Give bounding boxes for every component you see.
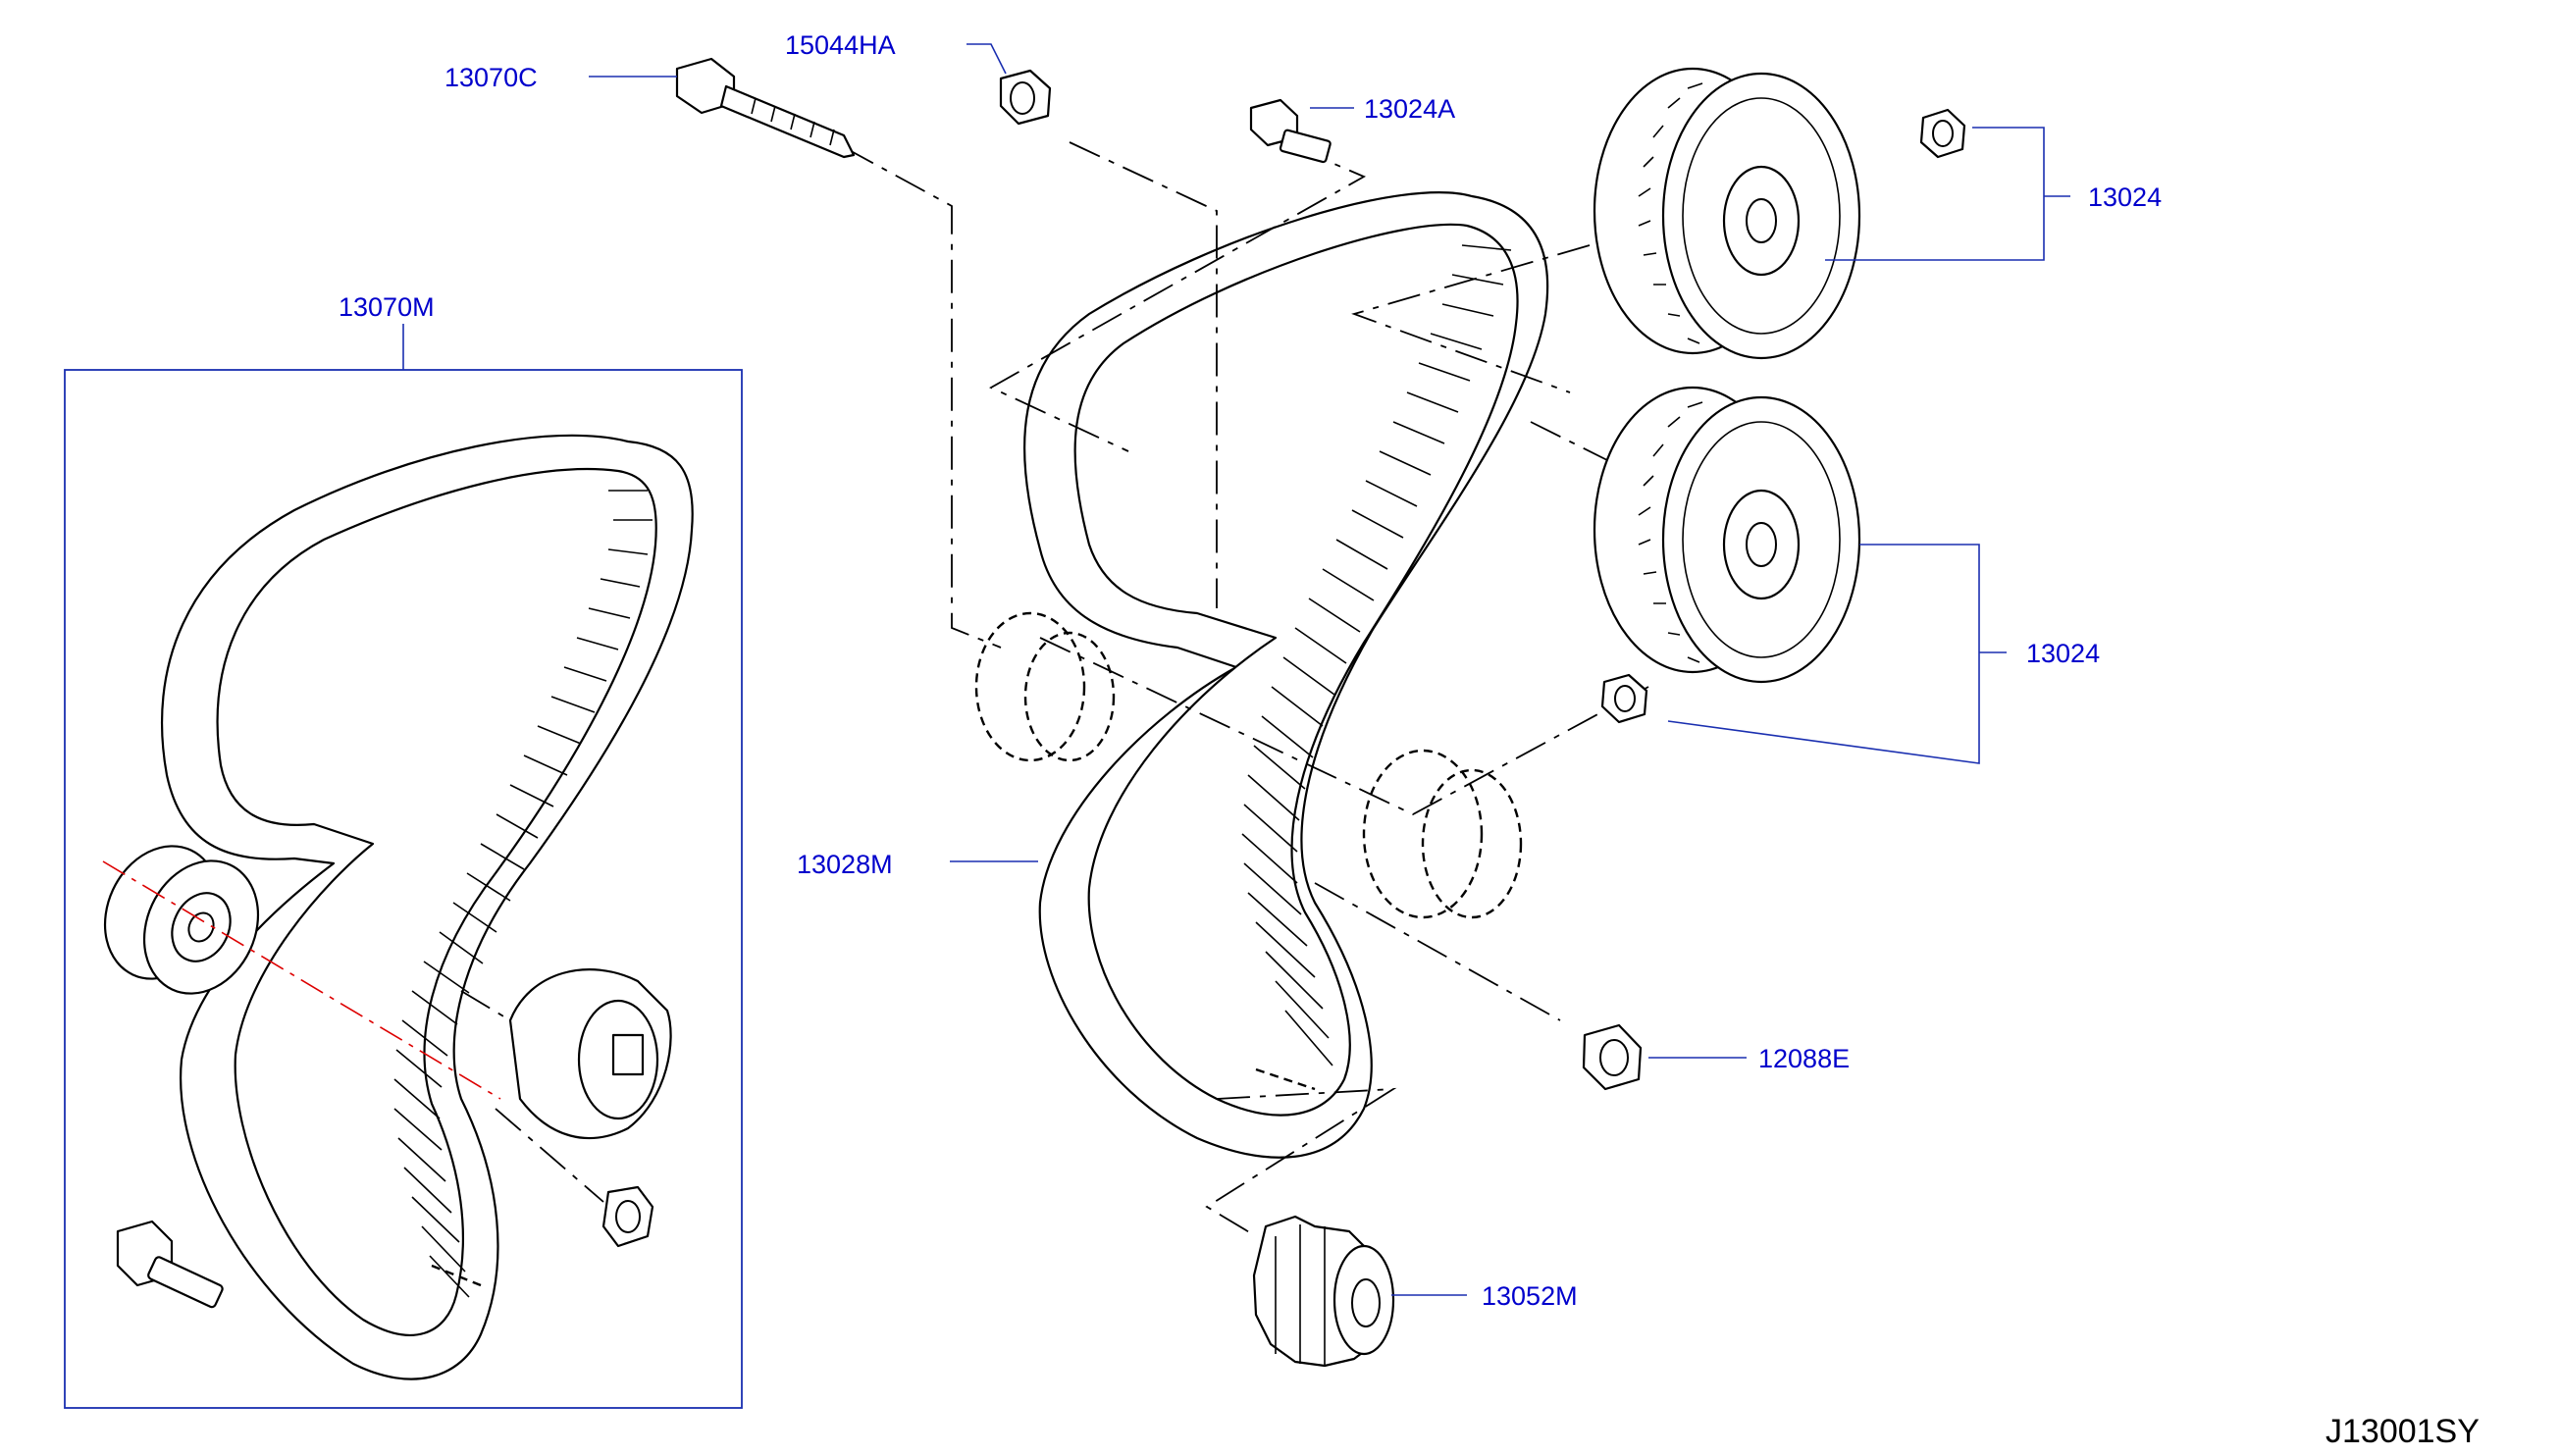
kit-13070M-group: 13070M — [64, 292, 743, 1409]
callout-13052M[interactable]: 13052M — [1482, 1281, 1578, 1311]
phantom-idler-upper — [974, 611, 1116, 762]
callout-15044HA[interactable]: 15044HA — [785, 30, 896, 60]
kit-tensioner — [460, 968, 672, 1140]
idler-axis-line — [102, 860, 501, 1100]
camshaft-sprocket-lower: 13024 — [1593, 386, 2100, 764]
bolt-13024A: 13024A — [1249, 94, 1455, 164]
diagram-reference-id: J13001SY — [2325, 1413, 2480, 1450]
callout-13024-lower[interactable]: 13024 — [2026, 639, 2100, 668]
leader-15044HA — [967, 43, 1007, 75]
belt-13028M-callout-group: 13028M — [797, 850, 1038, 879]
kit-nut — [495, 1108, 654, 1248]
callout-13070M[interactable]: 13070M — [339, 292, 435, 322]
callout-12088E[interactable]: 12088E — [1758, 1044, 1850, 1073]
phantom-tensioner — [1362, 749, 1523, 919]
assembly-center-lines — [843, 141, 1649, 1237]
kit-bolt — [116, 1220, 224, 1309]
nut-15044HA: 15044HA — [785, 30, 1052, 126]
callout-13024-upper[interactable]: 13024 — [2088, 182, 2162, 212]
leader-13024-upper — [1825, 127, 2045, 261]
kit-idler-pulley — [102, 845, 501, 1100]
bolt-13070C: 13070C — [444, 57, 856, 159]
callout-13028M[interactable]: 13028M — [797, 850, 893, 879]
kit-timing-belt — [160, 434, 694, 1380]
nut-12088E: 12088E — [1582, 1023, 1850, 1091]
callout-13024A[interactable]: 13024A — [1364, 94, 1455, 124]
callout-13070C[interactable]: 13070C — [444, 63, 538, 92]
camshaft-sprocket-upper: 13024 — [1593, 67, 2162, 360]
leader-13024-lower — [1667, 544, 1980, 764]
crank-sprocket-13052M: 13052M — [1252, 1215, 1578, 1368]
main-timing-belt — [1022, 191, 1549, 1159]
